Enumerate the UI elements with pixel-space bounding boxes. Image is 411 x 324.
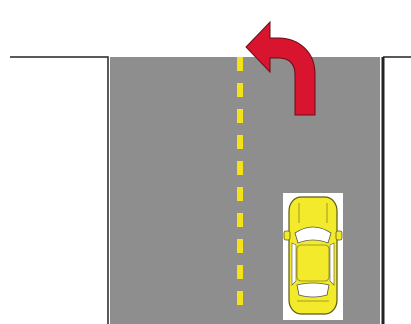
car-roof — [297, 245, 329, 281]
right-mirror — [336, 231, 342, 240]
left-curb — [10, 57, 108, 324]
side-window-left — [292, 243, 296, 285]
side-window-right — [330, 243, 334, 285]
rear-window — [297, 283, 329, 297]
car-top-view-icon — [283, 193, 343, 320]
left-mirror — [284, 231, 290, 240]
